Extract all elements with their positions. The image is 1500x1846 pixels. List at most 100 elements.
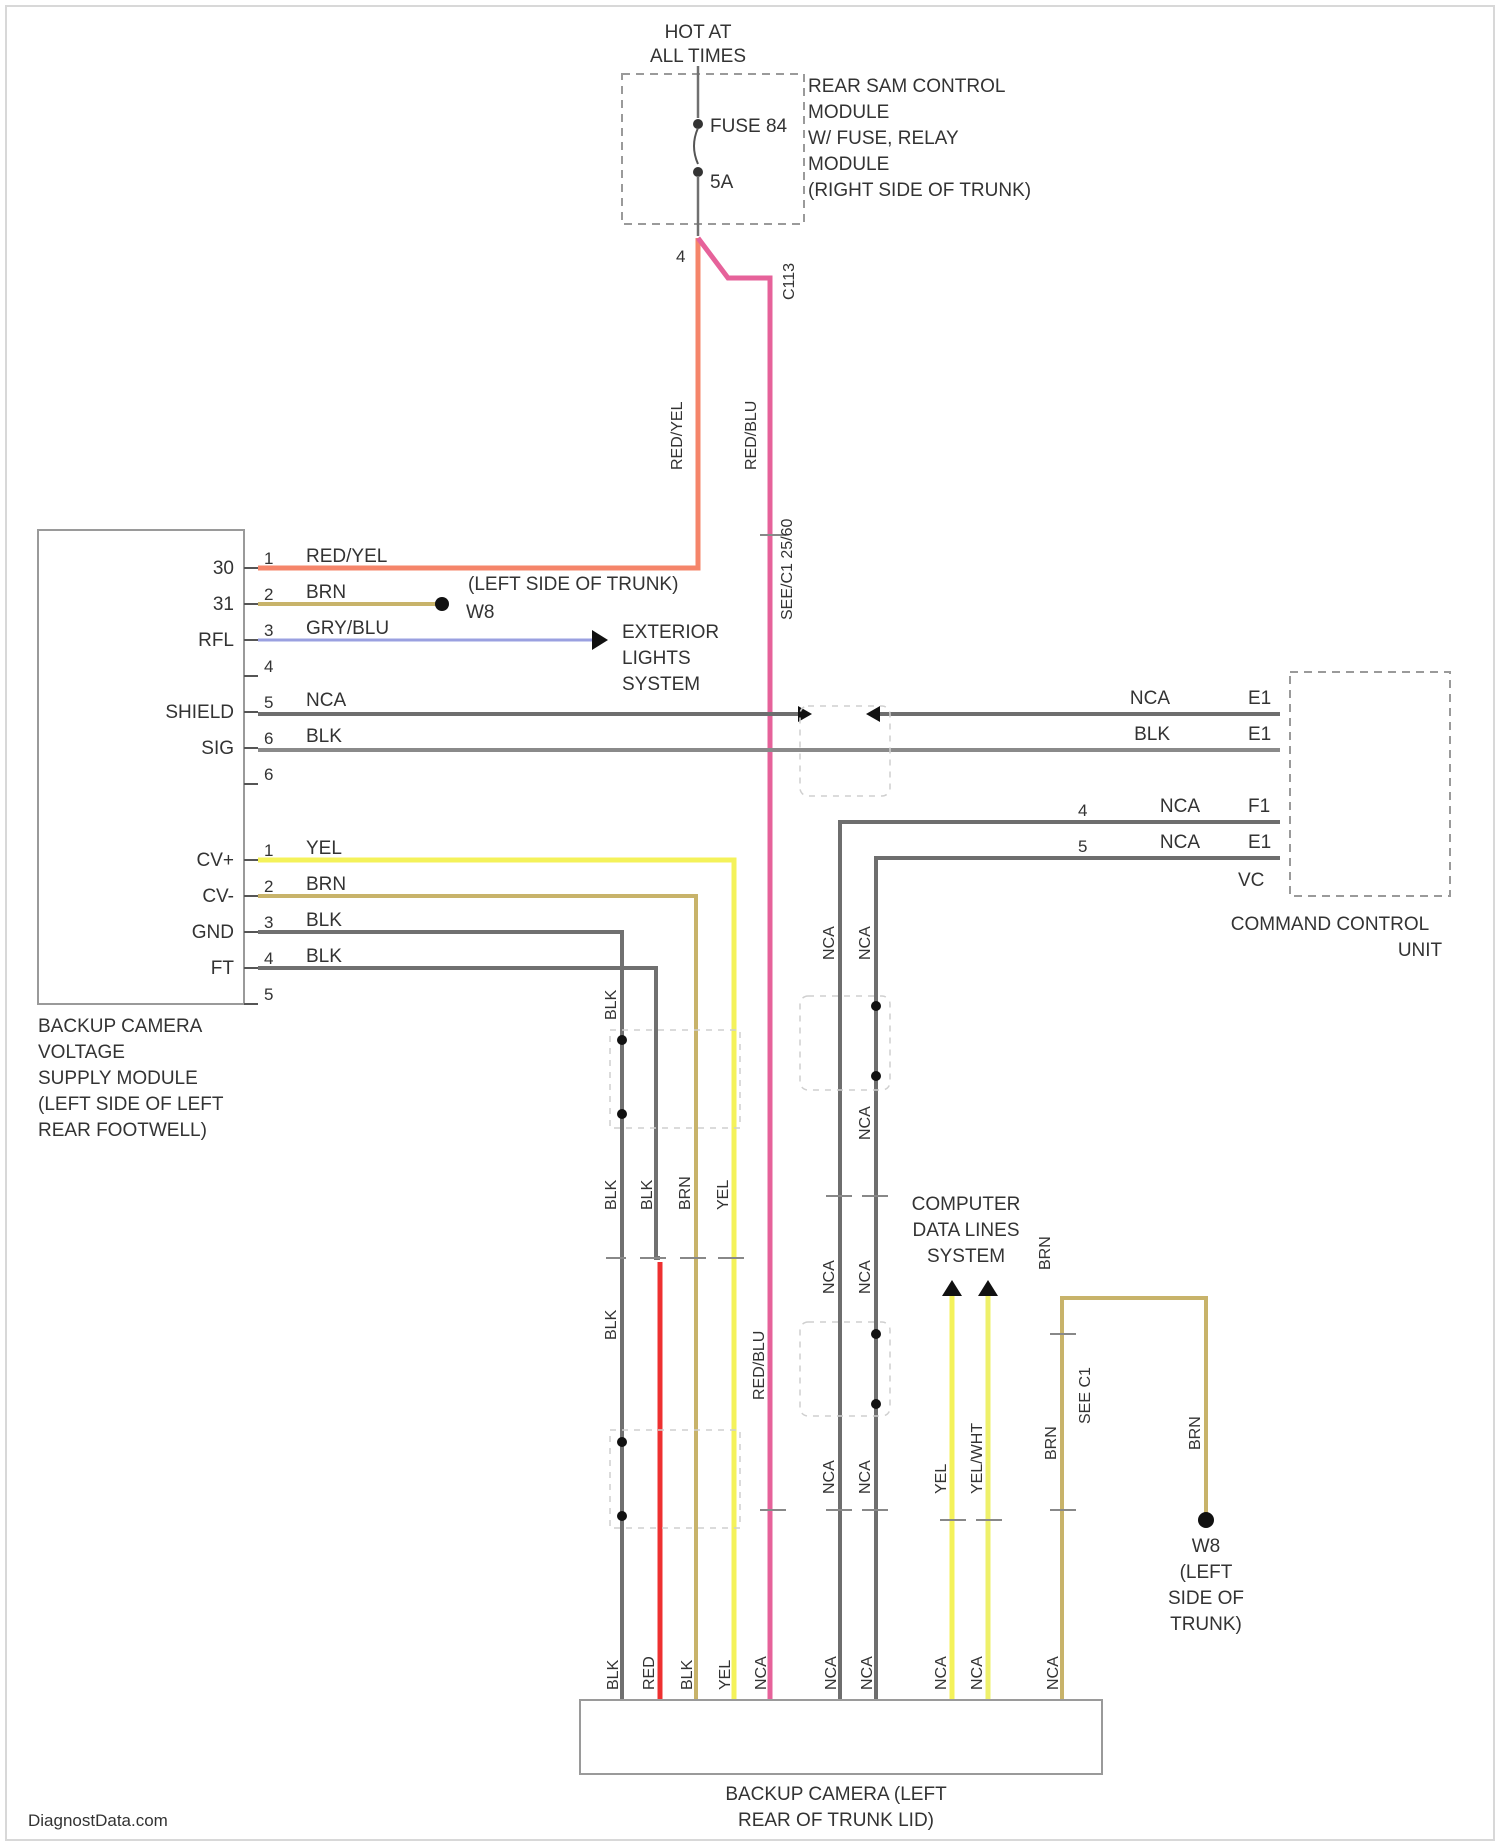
module-label-2: MODULE [808,102,889,123]
label-col7-upper: NCA [857,1106,874,1140]
module-label-5: (RIGHT SIDE OF TRUNK) [808,180,1031,201]
pin-num-pins_bottom-4: 5 [264,985,273,1004]
label-brn-mid: BRN [1043,1426,1060,1460]
camera-wire-label-2: BLK [679,1659,696,1690]
label-computer-3: SYSTEM [927,1246,1005,1267]
pin-num-pins_top-1: 2 [264,585,273,604]
pin-name-pins_top-5: SIG [201,738,234,759]
pin-num-pins_bottom-0: 1 [264,841,273,860]
module-label-3: W/ FUSE, RELAY [808,128,959,149]
fuse-block: HOT AT ALL TIMES FUSE 84 5A REAR SAM CON… [622,22,1031,300]
ground-w8-bottom [1198,1512,1214,1528]
pin-num-pins_bottom-1: 2 [264,877,273,896]
pin-name-pins_bottom-3: FT [211,958,235,979]
wire-blk-gnd [258,932,622,1700]
module-label-4: MODULE [808,154,889,175]
camera-wire-label-3: YEL [717,1660,734,1690]
wire-blk-ft [258,968,660,1258]
hot-at-label-1: HOT AT [665,22,732,43]
camera-wire-label-4: NCA [753,1656,770,1690]
pin-wire-pins_bottom-2: BLK [306,910,342,931]
pin-num-pins_top-0: 1 [264,549,273,568]
wire-yel-cv [258,860,734,1700]
fuse-pin-label: 4 [676,247,685,266]
camera-wire-label-6: NCA [859,1656,876,1690]
pin-name-pins_top-4: SHIELD [165,702,234,723]
ccu-conn-3: 4 [1078,801,1087,820]
wire-red-yel [258,238,698,568]
label-red-yel-vert: RED/YEL [669,401,686,470]
label-col4: YEL [715,1180,732,1210]
camera-box [580,1700,1102,1774]
supply-name-2: VOLTAGE [38,1042,125,1063]
arrow-data-2 [978,1280,998,1296]
camera-wire-label-5: NCA [823,1656,840,1690]
pin-name-pins_top-2: RFL [198,630,234,651]
label-left-side-trunk: (LEFT SIDE OF TRUNK) [468,574,678,595]
label-w8-bottom-4: TRUNK) [1170,1614,1242,1635]
camera-name-2: REAR OF TRUNK LID) [738,1810,934,1831]
pin-num-pins_bottom-3: 4 [264,949,273,968]
label-col7-mid: NCA [857,1260,874,1294]
ccu-name-2: UNIT [1398,940,1443,961]
label-col6-mid: NCA [821,1260,838,1294]
label-red-blu-vert: RED/BLU [743,401,760,470]
pin-num-pins_top-5: 6 [264,729,273,748]
label-yel-wht-data: YEL/WHT [969,1423,986,1494]
ccu-wire-3: NCA [1160,796,1200,817]
pin-name-pins_bottom-0: CV+ [197,850,235,871]
ccu-wire-4: NCA [1160,832,1200,853]
pin-name-pins_bottom-1: CV- [202,886,234,907]
side-labels: (LEFT SIDE OF TRUNK) W8 EXTERIOR LIGHTS … [466,574,1244,1635]
command-unit-outline [1290,672,1450,896]
label-col6-low: NCA [821,1460,838,1494]
pin-wire-pins_top-1: BRN [306,582,346,603]
supply-pins-bottom: CV+1YELCV-2BRNGND3BLKFT4BLK5 [192,838,346,1004]
ccu-name-1: COMMAND CONTROL [1231,914,1429,935]
label-w8-bottom-2: (LEFT [1180,1562,1233,1583]
ccu-wire-1: NCA [1130,688,1170,709]
wire-brn-cv [258,896,696,1700]
backup-camera: BACKUP CAMERA (LEFT REAR OF TRUNK LID) [580,1700,1102,1831]
pin-name-pins_top-0: 30 [213,558,234,579]
ccu-vc-label: VC [1238,870,1264,891]
pin-wire-pins_top-2: GRY/BLU [306,618,389,639]
pin-wire-pins_top-4: NCA [306,690,346,711]
ccu-wire-2: BLK [1134,724,1170,745]
label-col1-low: BLK [603,1309,620,1340]
label-exterior-1: EXTERIOR [622,622,719,643]
module-label-1: REAR SAM CONTROL [808,76,1005,97]
vertical-labels: RED/YEL RED/BLU SEE/C1 25/60 BLK BLK BLK… [603,401,1204,1494]
supply-name-1: BACKUP CAMERA [38,1016,203,1037]
label-brn-right: BRN [1187,1416,1204,1450]
pin-wire-pins_top-0: RED/YEL [306,546,387,567]
pin-name-pins_top-1: 31 [213,594,234,615]
arrow-exterior-lights [592,630,608,650]
wires [258,238,1280,1700]
label-exterior-3: SYSTEM [622,674,700,695]
footer-watermark: DiagnostData.com [28,1811,168,1830]
label-w8-bottom-3: SIDE OF [1168,1588,1244,1609]
camera-wire-label-8: NCA [969,1656,986,1690]
label-col7-top: NCA [857,926,874,960]
ccu-pin-2: E1 [1248,724,1271,745]
supply-module: BACKUP CAMERA VOLTAGE SUPPLY MODULE (LEF… [38,530,244,1141]
ground-w8-top [435,597,449,611]
pin-wire-pins_bottom-0: YEL [306,838,342,859]
ccu-pin-4: E1 [1248,832,1271,853]
ccu-conn-4: 5 [1078,837,1087,856]
pin-wire-pins_top-5: BLK [306,726,342,747]
pin-num-pins_top-6: 6 [264,765,273,784]
pin-num-pins_top-4: 5 [264,693,273,712]
label-conn-hood: SEE/C1 25/60 [779,519,796,621]
pin-num-pins_top-2: 3 [264,621,273,640]
label-brn-conn: SEE C1 [1077,1367,1094,1424]
camera-wire-label-9: NCA [1045,1656,1062,1690]
label-col3: BRN [677,1176,694,1210]
pin-wire-pins_bottom-1: BRN [306,874,346,895]
fuse-module-outline [622,74,804,224]
camera-wire-label-7: NCA [933,1656,950,1690]
label-col2: BLK [639,1179,656,1210]
label-yel-data: YEL [933,1464,950,1494]
hot-at-label-2: ALL TIMES [650,46,746,67]
